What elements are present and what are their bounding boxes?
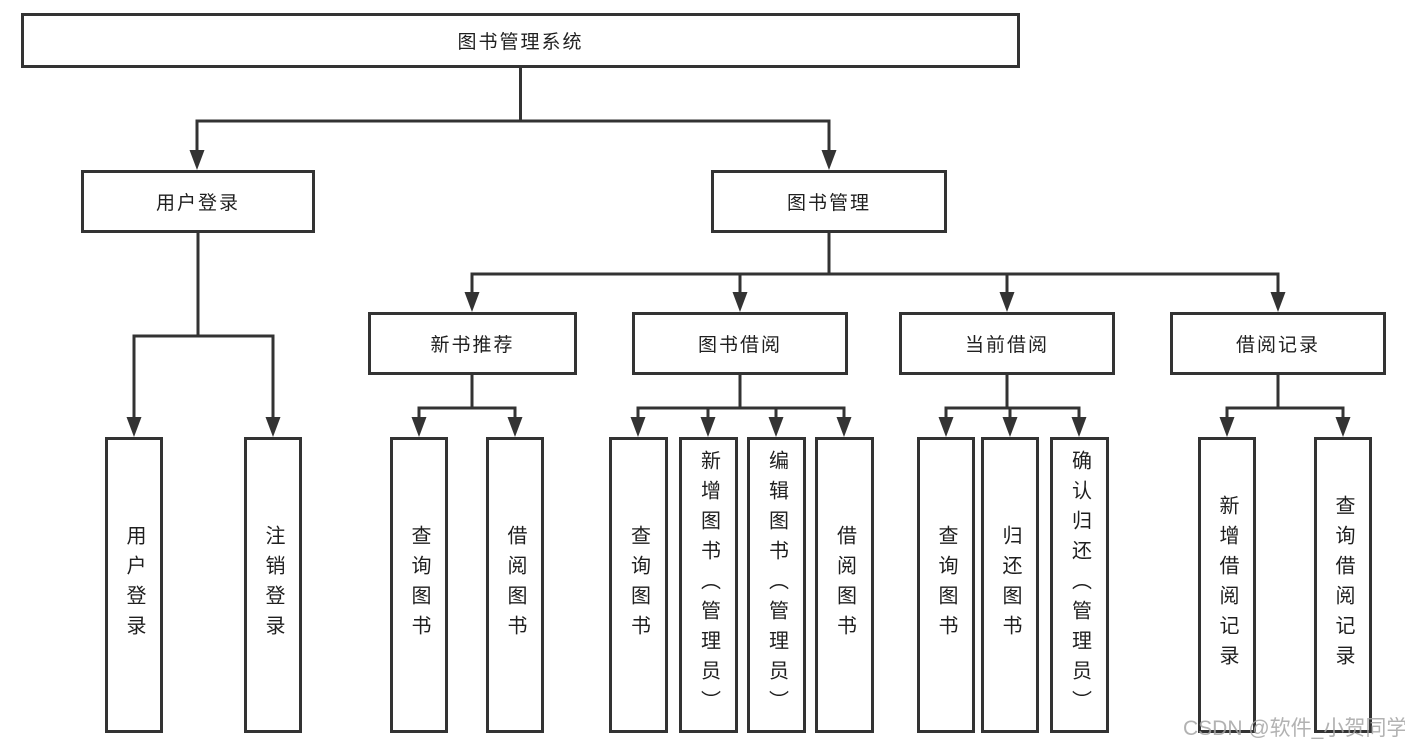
node-user-login: 用户登录	[81, 170, 315, 233]
node-book-management-label: 图书管理	[786, 193, 871, 214]
node-book-borrow: 图书借阅	[632, 312, 848, 375]
node-root: 图书管理系统	[21, 13, 1020, 68]
leaf-query-borrow-record-label: 查询借阅记录	[1332, 495, 1354, 675]
leaf-add-borrow-record-label: 新增借阅记录	[1216, 495, 1238, 675]
node-borrow-records-label: 借阅记录	[1235, 335, 1320, 356]
connector-borrow-records	[1219, 375, 1351, 437]
leaf-edit-books-admin: 编辑图书（管理员）	[747, 437, 806, 733]
leaf-borrow-query-books-label: 查询图书	[627, 525, 650, 645]
leaf-current-query-books: 查询图书	[917, 437, 975, 733]
leaf-recommend-borrow-books: 借阅图书	[486, 437, 544, 733]
node-current-borrow: 当前借阅	[899, 312, 1115, 375]
leaf-user-login: 用户登录	[105, 437, 163, 733]
csdn-watermark: CSDN @软件_小贺同学	[1183, 717, 1405, 740]
node-user-login-label: 用户登录	[155, 193, 240, 214]
node-current-borrow-label: 当前借阅	[964, 335, 1049, 356]
leaf-recommend-borrow-books-label: 借阅图书	[504, 525, 526, 645]
node-book-management: 图书管理	[711, 170, 947, 233]
leaf-borrow-query-books: 查询图书	[609, 437, 668, 733]
leaf-add-borrow-record: 新增借阅记录	[1198, 437, 1256, 733]
connector-new-book-recommend	[411, 375, 523, 437]
connector-root	[189, 68, 837, 170]
leaf-confirm-return-admin-label: 确认归还（管理员）	[1068, 450, 1091, 720]
leaf-borrow-books-label: 借阅图书	[833, 525, 856, 645]
leaf-query-borrow-record: 查询借阅记录	[1314, 437, 1372, 733]
connector-book-borrow	[630, 375, 852, 437]
leaf-logout-label: 注销登录	[262, 525, 284, 645]
node-new-book-recommend-label: 新书推荐	[430, 335, 515, 356]
leaf-current-query-books-label: 查询图书	[935, 525, 957, 645]
node-borrow-records: 借阅记录	[1170, 312, 1386, 375]
connector-user-login	[126, 233, 281, 437]
leaf-return-books-label: 归还图书	[999, 525, 1021, 645]
leaf-recommend-query-books: 查询图书	[390, 437, 448, 733]
leaf-logout: 注销登录	[244, 437, 302, 733]
leaf-return-books: 归还图书	[981, 437, 1039, 733]
leaf-edit-books-admin-label: 编辑图书（管理员）	[765, 450, 788, 720]
leaf-recommend-query-books-label: 查询图书	[408, 525, 430, 645]
node-root-label: 图书管理系统	[457, 32, 584, 53]
connector-book-management	[464, 233, 1286, 312]
leaf-add-books-admin: 新增图书（管理员）	[679, 437, 738, 733]
leaf-confirm-return-admin: 确认归还（管理员）	[1050, 437, 1109, 733]
leaf-add-books-admin-label: 新增图书（管理员）	[697, 450, 720, 720]
node-book-borrow-label: 图书借阅	[697, 335, 782, 356]
leaf-borrow-books: 借阅图书	[815, 437, 874, 733]
node-new-book-recommend: 新书推荐	[368, 312, 577, 375]
connector-current-borrow	[938, 375, 1087, 437]
leaf-user-login-label: 用户登录	[123, 525, 145, 645]
